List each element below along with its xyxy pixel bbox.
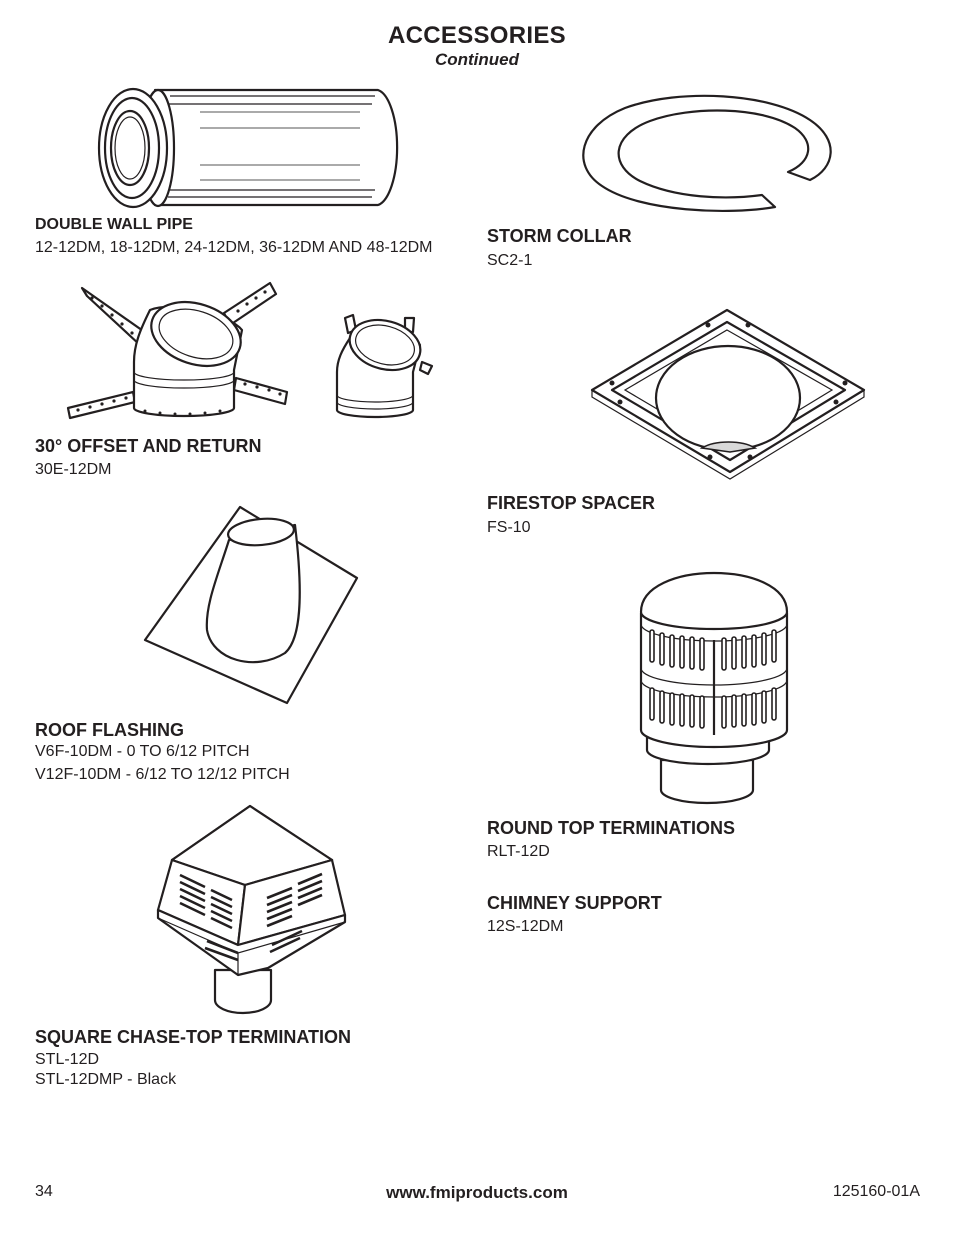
firestop-spacer-models: FS-10	[487, 519, 531, 536]
round-top-models: RLT-12D	[487, 843, 550, 860]
roof-flashing-model-1: V6F-10DM - 0 TO 6/12 PITCH	[35, 743, 250, 760]
roof-flashing-model-2: V12F-10DM - 6/12 TO 12/12 PITCH	[35, 766, 290, 783]
square-chase-title: SQUARE CHASE-TOP TERMINATION	[35, 1027, 352, 1047]
chimney-support-models: 12S-12DM	[487, 918, 564, 935]
square-chase-model-2: STL-12DMP - Black	[35, 1071, 177, 1088]
offset-return-models: 30E-12DM	[35, 461, 112, 478]
offset-return-title: 30° OFFSET AND RETURN	[35, 436, 262, 456]
firestop-spacer-title: FIRESTOP SPACER	[487, 493, 656, 513]
round-top-title: ROUND TOP TERMINATIONS	[487, 818, 736, 838]
double-wall-pipe-models: 12-12DM, 18-12DM, 24-12DM, 36-12DM AND 4…	[35, 239, 433, 256]
storm-collar-models: SC2-1	[487, 252, 533, 269]
document-number: 125160-01A	[832, 1183, 920, 1200]
square-chase-model-1: STL-12D	[35, 1051, 100, 1068]
storm-collar-title: STORM COLLAR	[487, 226, 632, 246]
website-link[interactable]: www.fmiproducts.com	[386, 1183, 568, 1202]
page-number: 34	[35, 1183, 53, 1200]
roof-flashing-title: ROOF FLASHING	[35, 720, 184, 740]
page-subtitle: Continued	[434, 50, 520, 69]
page-title: ACCESSORIES	[387, 22, 566, 49]
chimney-support-title: CHIMNEY SUPPORT	[487, 893, 662, 913]
double-wall-pipe-title: DOUBLE WALL PIPE	[35, 216, 193, 233]
